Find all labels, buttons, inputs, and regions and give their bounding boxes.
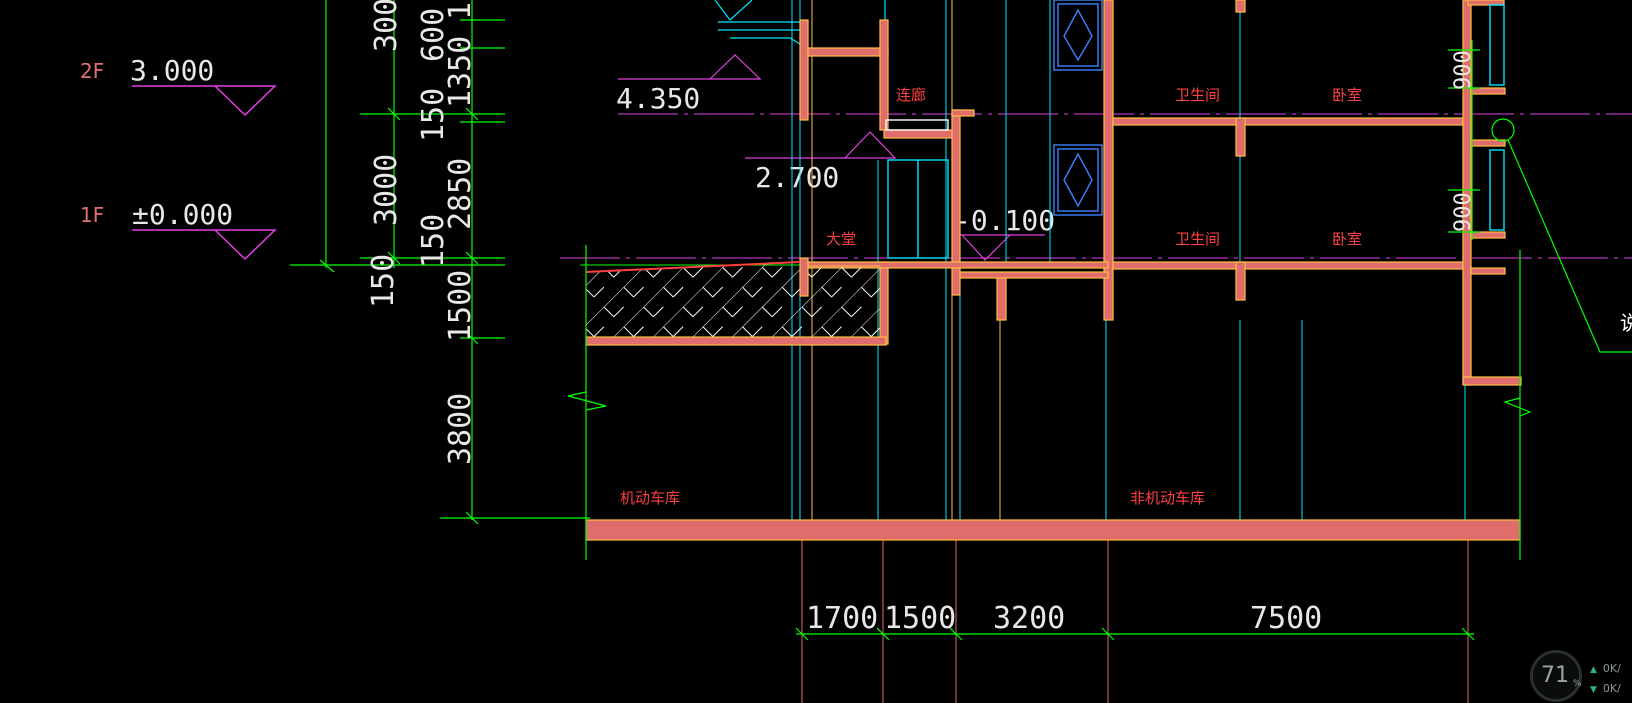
dim-2850: 2850 (443, 158, 478, 230)
dim-150-mid-upper: 150 (416, 88, 451, 142)
elev-neg0100-text: -0.100 (954, 204, 1055, 237)
level-2f-label: 2F (80, 59, 104, 83)
horizontal-dimensions (795, 627, 1475, 641)
level-markers: 2F 3.000 1F ±0.000 (80, 54, 277, 261)
dim-600: 600 (416, 8, 451, 62)
download-rate: ▼ 0K/ (1590, 682, 1621, 695)
usage-gauge: 71 % (1530, 650, 1582, 702)
elev-2700-symbol (745, 131, 897, 159)
dim-900-lower: 900 (1451, 192, 1476, 232)
room-bike-garage: 非机动车库 (1130, 489, 1205, 507)
room-bath-lower: 卫生间 (1175, 230, 1220, 248)
elev-2700-text: 2.700 (755, 161, 839, 194)
upload-value: 0K/ (1602, 662, 1621, 675)
dim-3000-lower: 3000 (369, 154, 404, 226)
dim-10: 10 (443, 0, 478, 20)
dim-1500: 1500 (443, 270, 478, 342)
cutoff-label: 说 (1620, 311, 1632, 335)
room-bath-upper: 卫生间 (1175, 86, 1220, 104)
room-lobby: 大堂 (826, 230, 856, 248)
level-1f-symbol (132, 229, 277, 261)
upload-rate: ▲ 0K/ (1590, 662, 1621, 675)
dim-3800: 3800 (443, 393, 478, 465)
download-value: 0K/ (1602, 682, 1621, 695)
room-bedroom-lower: 卧室 (1332, 230, 1362, 248)
dim-150-mid-lower: 150 (416, 214, 451, 268)
elev-4350-text: 4.350 (616, 82, 700, 115)
dim-1700: 1700 (806, 601, 878, 636)
system-monitor-widget[interactable]: 71 % ▲ 0K/ ▼ 0K/ (1528, 648, 1632, 703)
walls (585, 0, 1522, 541)
soil-hatch (585, 261, 881, 338)
room-car-garage: 机动车库 (620, 489, 680, 507)
dim-3000-upper: 3000 (369, 0, 404, 52)
usage-value: 71 (1541, 663, 1569, 688)
usage-unit: % (1573, 679, 1582, 689)
dim-900-upper: 900 (1451, 50, 1476, 90)
level-2f-elevation: 3.000 (130, 54, 214, 87)
vertical-dim-labels: 3000 3000 150 600 150 150 3800 10 1350 2… (366, 0, 478, 465)
dim-150-outer: 150 (366, 254, 401, 308)
level-1f-label: 1F (80, 203, 104, 227)
horizontal-dim-labels: 1700 1500 3200 7500 (806, 601, 1322, 636)
room-labels: 连廊 卫生间 卧室 大堂 卫生间 卧室 机动车库 非机动车库 (620, 86, 1362, 507)
level-2f-symbol (132, 85, 277, 117)
dim-3200: 3200 (993, 601, 1065, 636)
room-bedroom-upper: 卧室 (1332, 86, 1362, 104)
canopy-detail (714, 0, 886, 45)
windows (885, 0, 1505, 259)
dim-1500-h: 1500 (884, 601, 956, 636)
vertical-dimensions (290, 0, 590, 525)
right-detail (567, 40, 1632, 560)
upload-arrow-icon: ▲ (1590, 665, 1597, 675)
download-arrow-icon: ▼ (1590, 685, 1597, 695)
elevation-marks: 4.350 2.700 -0.100 (616, 54, 1055, 261)
elev-neg0100-symbol (960, 234, 1045, 261)
level-1f-elevation: ±0.000 (132, 198, 233, 231)
elev-4350-symbol (618, 54, 762, 80)
room-corridor: 连廊 (896, 86, 926, 104)
dim-1350: 1350 (443, 36, 478, 108)
building-grid-lines (791, 0, 1469, 703)
dim-7500: 7500 (1250, 601, 1322, 636)
